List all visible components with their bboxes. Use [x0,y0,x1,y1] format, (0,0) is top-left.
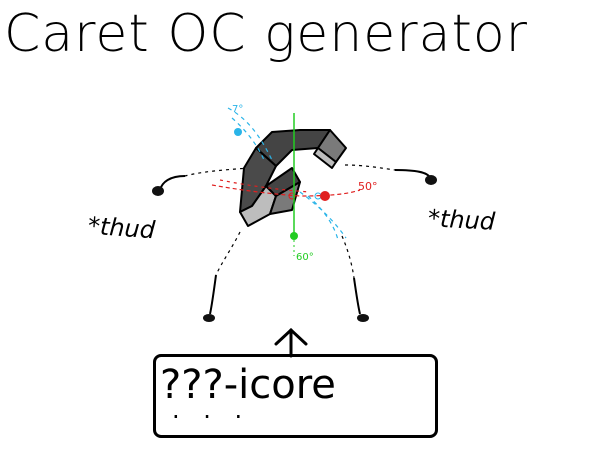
rotation-gizmo[interactable]: 7° 50° 60° [211,104,378,263]
y-angle-label: 7° [232,104,243,115]
right-foot [357,314,369,322]
left-hand [152,186,164,196]
right-arm-solid [394,169,431,179]
left-arm-line [184,167,251,177]
z-rotation-ring[interactable] [211,184,361,197]
right-hand [425,175,437,185]
thud-sound-right: *thud [427,204,496,236]
character-name-box[interactable] [153,354,438,438]
z-rotation-handle[interactable] [320,191,330,201]
right-arm-line [344,164,396,171]
left-foot [203,314,215,322]
left-leg-solid [209,274,217,315]
page-title: Caret OC generator [4,4,529,64]
character-name: ???-icore [160,362,336,408]
z-angle-label: 50° [358,180,378,193]
caret-body [239,129,347,227]
x-rotation-handle[interactable] [290,232,298,240]
left-arm-solid [159,175,186,191]
y-rotation-handle[interactable] [234,128,242,136]
right-leg-solid [353,277,361,315]
x-angle-label: 60° [296,252,314,263]
y-rotation-ring[interactable] [227,107,347,239]
thud-sound-left: *thud [87,211,156,245]
up-arrow-icon [274,327,308,358]
left-leg-line [215,231,241,276]
character-name-hint: . . . [172,396,251,424]
right-leg-line [341,235,355,279]
